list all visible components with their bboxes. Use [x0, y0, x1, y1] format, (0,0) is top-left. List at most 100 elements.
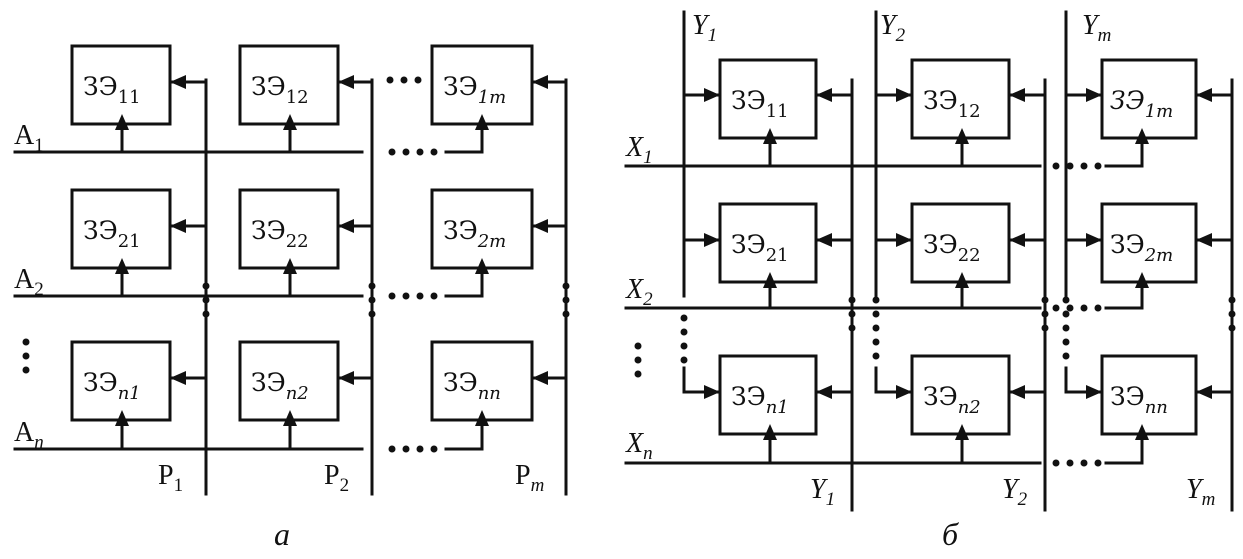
b-arrow-up-nn [1135, 424, 1149, 440]
cell-box-2m [430, 188, 534, 270]
b-arrow-left-21 [816, 233, 832, 247]
b-arrow-right-nn [1086, 385, 1102, 399]
caption-b: б [942, 516, 959, 552]
b-arrow-up-22 [955, 272, 969, 288]
cell-label-a-22: ЗЭ22 [251, 216, 309, 252]
b-cell-box-21 [718, 202, 818, 284]
col-label-y1-top: Y1 [692, 10, 717, 46]
cell-label-a-nn: ЗЭnn [443, 368, 501, 404]
b-arrow-left-2m [1196, 233, 1212, 247]
b-arrow-right-n2 [896, 385, 912, 399]
cell-label-b-n1: ЗЭn1 [731, 382, 789, 418]
arrow-left-21 [170, 219, 186, 233]
b-arrow-right-1m [1086, 88, 1102, 102]
col-label-y2-bottom: Y2 [1002, 474, 1028, 510]
arrow-up-11 [115, 114, 129, 130]
b-arrow-right-12 [896, 88, 912, 102]
cell-box-n2 [238, 340, 340, 422]
b-arrow-right-21 [704, 233, 720, 247]
cell-label-a-21: ЗЭ21 [83, 216, 141, 252]
arrow-left-n2 [338, 371, 354, 385]
arrow-left-n1 [170, 371, 186, 385]
b-arrow-right-22 [896, 233, 912, 247]
b-cell-box-1m [1100, 58, 1198, 140]
cell-label-b-12: ЗЭ12 [923, 86, 981, 122]
cell-label-b-21: ЗЭ21 [731, 230, 789, 266]
b-arrow-up-n1 [763, 424, 777, 440]
b-arrow-up-12 [955, 128, 969, 144]
b-arrow-right-2m [1086, 233, 1102, 247]
row-label-an: An [14, 417, 44, 453]
b-arrow-up-21 [763, 272, 777, 288]
b-arrow-left-22 [1009, 233, 1025, 247]
col-label-p2: P2 [324, 460, 349, 496]
caption-a: а [274, 516, 290, 552]
b-arrow-left-12 [1009, 88, 1025, 102]
cell-box-1m [430, 44, 534, 126]
col-label-y2-top: Y2 [880, 10, 906, 46]
b-cell-box-12 [910, 58, 1011, 140]
cell-label-a-n2: ЗЭn2 [251, 368, 309, 404]
b-cell-box-22 [910, 202, 1011, 284]
cell-label-a-2m: ЗЭ2m [443, 216, 506, 252]
cell-label-b-n2: ЗЭn2 [923, 382, 981, 418]
arrow-up-22 [283, 258, 297, 274]
cell-label-a-12: ЗЭ12 [251, 72, 309, 108]
arrow-left-11 [170, 75, 186, 89]
b-arrow-left-n2 [1009, 385, 1025, 399]
col-label-p1: P1 [158, 460, 183, 496]
cell-label-b-nn: ЗЭnn [1110, 382, 1168, 418]
b-arrow-up-1m [1135, 128, 1149, 144]
arrow-up-12 [283, 114, 297, 130]
row-label-x2: X2 [625, 274, 653, 310]
ellipsis-dots-a [22, 76, 570, 453]
col-label-y1-bottom: Y1 [810, 474, 835, 510]
row-label-x1: X1 [625, 132, 653, 168]
ellipsis-dots-b [634, 162, 1236, 467]
b-cell-box-2m [1100, 202, 1198, 284]
cell-box-21 [70, 188, 172, 270]
col-label-ym-bottom: Ym [1186, 474, 1215, 510]
arrow-left-nn [532, 371, 548, 385]
b-arrow-left-1m [1196, 88, 1212, 102]
arrow-up-nn [475, 410, 489, 426]
b-arrow-left-11 [816, 88, 832, 102]
diagram-a: ЗЭ11 ЗЭ12 ЗЭ1m ЗЭ21 ЗЭ22 ЗЭ2m ЗЭn1 ЗЭn2 … [13, 44, 570, 552]
row-label-a2: A2 [14, 264, 44, 300]
arrow-up-n2 [283, 410, 297, 426]
b-arrow-left-nn [1196, 385, 1212, 399]
b-cell-box-11 [718, 58, 818, 140]
arrow-up-2m [475, 258, 489, 274]
arrow-up-1m [475, 114, 489, 130]
cell-box-n1 [70, 340, 172, 422]
row-label-a1: A1 [14, 120, 44, 156]
b-arrow-up-11 [763, 128, 777, 144]
arrow-left-12 [338, 75, 354, 89]
row-label-xn: Xn [625, 428, 653, 464]
arrow-left-22 [338, 219, 354, 233]
cell-box-11 [70, 44, 172, 126]
cell-label-b-22: ЗЭ22 [923, 230, 981, 266]
arrow-left-1m [532, 75, 548, 89]
cell-box-12 [238, 44, 340, 126]
cell-box-22 [238, 188, 340, 270]
cell-label-a-11: ЗЭ11 [83, 72, 141, 108]
arrow-left-2m [532, 219, 548, 233]
b-cell-box-nn [1100, 354, 1198, 436]
b-arrow-up-2m [1135, 272, 1149, 288]
b-cell-box-n2 [910, 354, 1011, 436]
b-arrow-right-11 [704, 88, 720, 102]
cell-label-b-2m: ЗЭ2m [1110, 230, 1173, 266]
arrow-up-21 [115, 258, 129, 274]
col-label-ym-top: Ym [1082, 10, 1111, 46]
cell-label-a-n1: ЗЭn1 [83, 368, 141, 404]
cell-label-b-11: ЗЭ11 [731, 86, 789, 122]
cell-box-nn [430, 340, 534, 422]
cell-label-a-1m: ЗЭ1m [443, 72, 506, 108]
diagram-b: ЗЭ11 ЗЭ12 ЗЭ1m ЗЭ21 ЗЭ22 ЗЭ2m ЗЭn1 ЗЭn2 … [624, 10, 1236, 552]
cell-label-b-1m: ЗЭ1m [1110, 86, 1173, 122]
b-arrow-left-n1 [816, 385, 832, 399]
col-label-pm: Pm [515, 460, 544, 496]
b-arrow-right-n1 [704, 385, 720, 399]
